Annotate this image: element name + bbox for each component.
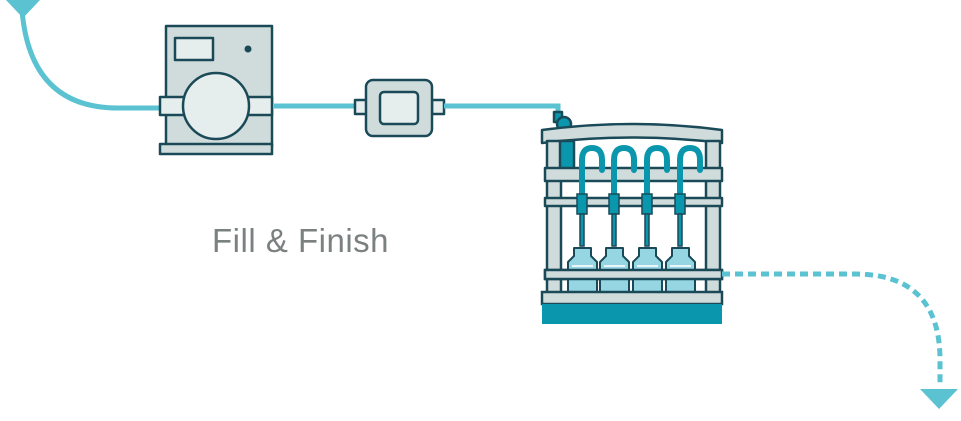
vial-rail — [543, 268, 724, 281]
filter-to-filler-line — [444, 103, 561, 118]
outgoing-flow-line — [722, 271, 943, 386]
filler-tubes — [579, 144, 703, 199]
incoming-flow — [6, 0, 165, 111]
arrow-down-icon — [920, 389, 958, 409]
incoming-flow-line — [19, 9, 165, 111]
filler-needles — [576, 193, 686, 247]
arrow-down-icon — [6, 0, 40, 18]
diagram-label: Fill & Finish — [212, 222, 390, 259]
inline-filter-icon — [353, 78, 446, 138]
peristaltic-pump-icon — [158, 24, 274, 156]
outgoing-flow — [722, 271, 958, 409]
filler-base — [540, 290, 724, 324]
